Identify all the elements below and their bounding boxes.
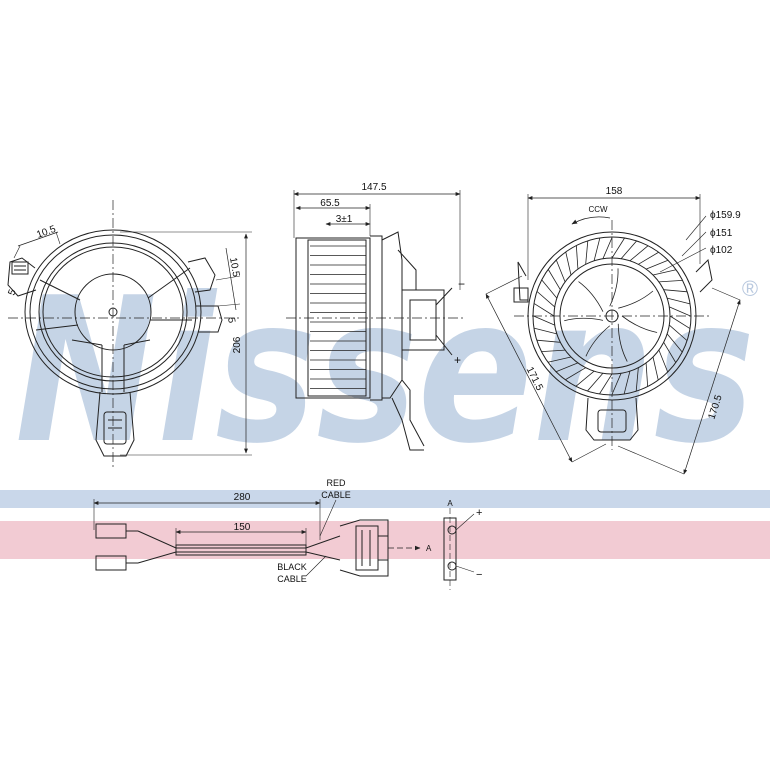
side-view	[286, 190, 466, 451]
watermark-brand: Nissens	[15, 255, 755, 488]
front-view	[7, 200, 252, 470]
cable-dim-inner: 150	[234, 522, 251, 533]
side-dim-offset: 3±1	[336, 214, 353, 225]
front-dim-right-lower: 5	[225, 317, 237, 325]
red-cable-label-line2: CABLE	[321, 490, 351, 500]
side-pin-negative: −	[458, 277, 465, 291]
connector-negative: −	[476, 569, 482, 581]
cable-view	[93, 499, 475, 590]
rear-dia-mid: ϕ151	[710, 228, 733, 239]
registered-mark: ®	[742, 276, 758, 301]
front-dim-height: 206	[232, 336, 243, 353]
black-cable-label-line2: CABLE	[277, 574, 307, 584]
front-dim-right-upper: 10.5	[227, 257, 241, 279]
front-dim-angle-width: 10.5	[35, 224, 57, 241]
connector-positive: +	[476, 507, 482, 519]
side-dim-fan-depth: 65.5	[320, 198, 340, 209]
red-cable-label-line1: RED	[326, 478, 346, 488]
rear-view	[485, 194, 741, 475]
rear-rotation-label: CCW	[588, 205, 608, 214]
blue-stripe	[0, 490, 770, 508]
front-dim-small-left: 5	[6, 288, 18, 297]
rear-dia-inner: ϕ102	[710, 245, 733, 256]
side-pin-positive: +	[454, 353, 461, 367]
pink-stripe	[0, 521, 770, 559]
black-cable-label-line1: BLACK	[277, 562, 307, 572]
rear-dim-width: 158	[606, 186, 623, 197]
rear-dia-outer: ϕ159.9	[710, 210, 741, 221]
section-marker: A	[426, 544, 432, 553]
connector-marker: A	[447, 499, 453, 508]
side-dim-total-length: 147.5	[361, 182, 386, 193]
cable-dim-total: 280	[234, 492, 251, 503]
